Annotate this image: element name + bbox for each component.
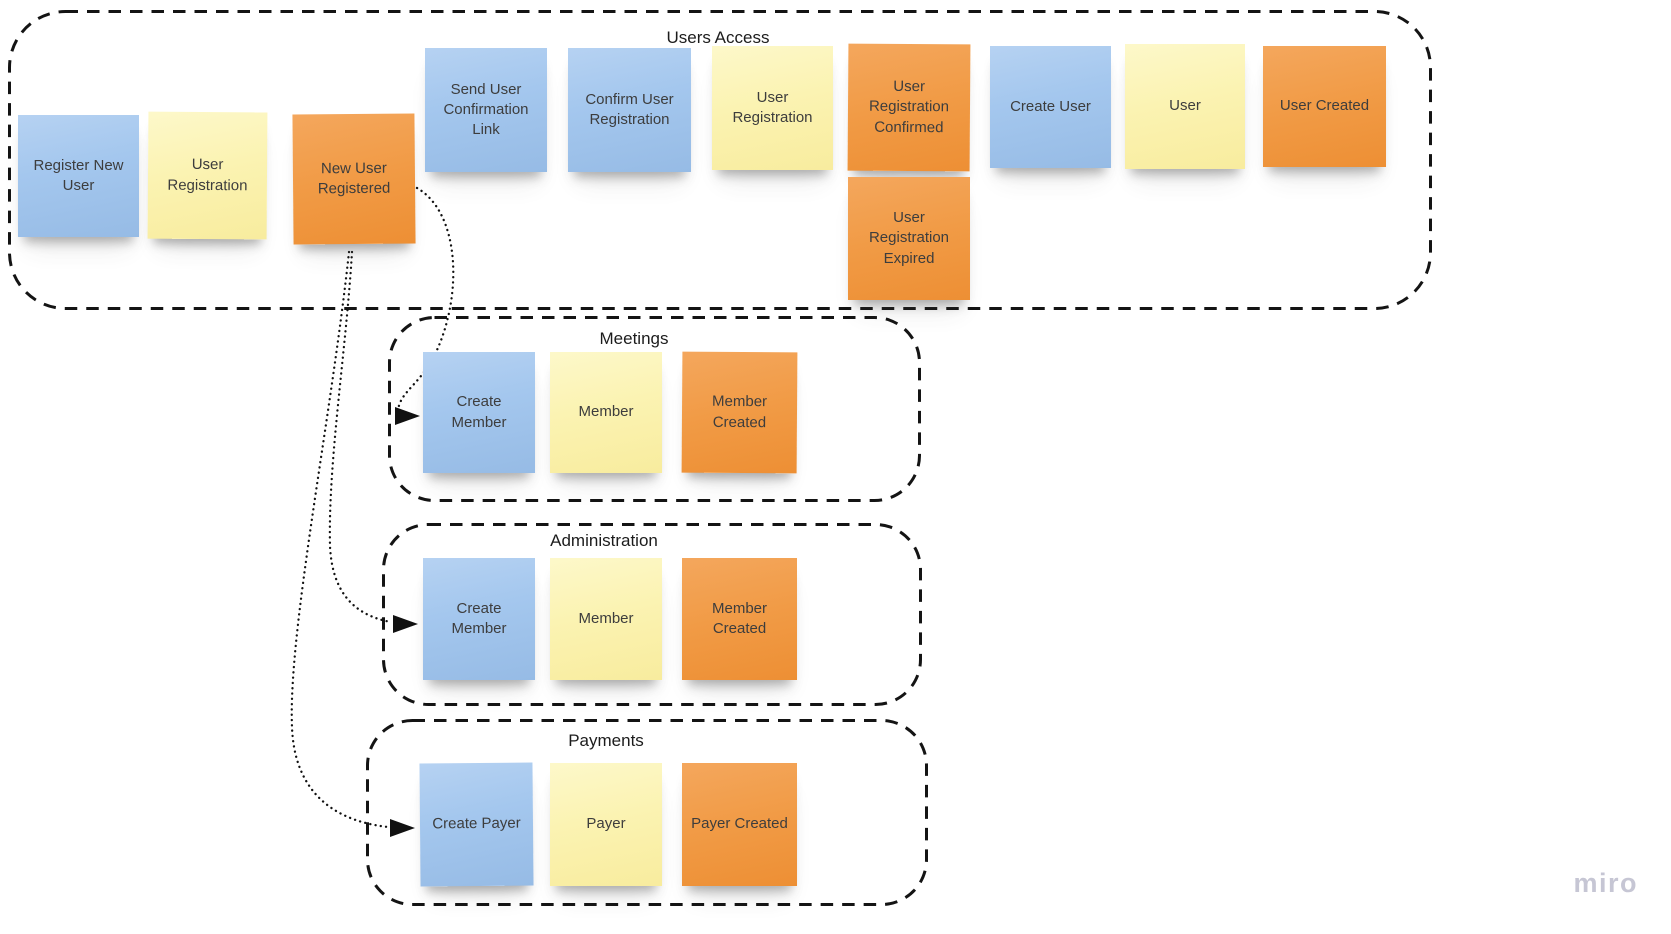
frame-title-payments: Payments — [568, 731, 644, 750]
note-admin-create-member[interactable]: Create Member — [423, 558, 535, 680]
note-meetings-create-member[interactable]: Create Member — [423, 352, 535, 473]
note-register-new-user[interactable]: Register New User — [18, 115, 139, 237]
note-new-user-registered[interactable]: New User Registered — [292, 113, 416, 245]
frame-title-users-access: Users Access — [666, 28, 770, 47]
note-user-registration-1[interactable]: User Registration — [147, 111, 268, 240]
note-user-registration-expired[interactable]: User Registration Expired — [848, 177, 970, 300]
note-create-user[interactable]: Create User — [990, 46, 1111, 168]
note-admin-member[interactable]: Member — [550, 558, 662, 680]
arrowhead-payments — [390, 819, 415, 837]
note-meetings-member[interactable]: Member — [550, 352, 662, 473]
arrowhead-meetings — [395, 407, 420, 425]
miro-watermark-logo: miro — [1573, 868, 1638, 898]
frame-title-administration: Administration — [550, 531, 658, 550]
note-user[interactable]: User — [1125, 44, 1245, 169]
note-meetings-member-created[interactable]: Member Created — [681, 351, 798, 474]
note-send-user-confirmation-link[interactable]: Send User Confirmation Link — [425, 48, 547, 172]
note-user-registration-confirmed[interactable]: User Registration Confirmed — [847, 43, 971, 172]
frame-outline-meetings[interactable] — [388, 316, 921, 502]
frame-outline-administration[interactable] — [382, 523, 922, 706]
connector-new-user-registered-to-administration[interactable] — [328, 250, 418, 633]
connector-new-user-registered-to-meetings[interactable] — [395, 186, 455, 425]
note-admin-member-created[interactable]: Member Created — [682, 558, 797, 680]
frame-outline-payments[interactable] — [366, 719, 928, 906]
frame-outline-users-access[interactable] — [8, 10, 1432, 310]
connector-new-user-registered-to-payments[interactable] — [290, 250, 415, 837]
note-payments-payer[interactable]: Payer — [550, 763, 662, 886]
note-confirm-user-registration[interactable]: Confirm User Registration — [568, 48, 691, 172]
frame-title-meetings: Meetings — [599, 329, 669, 348]
note-user-registration-2[interactable]: User Registration — [712, 46, 833, 170]
note-user-created[interactable]: User Created — [1263, 46, 1386, 167]
note-payments-create-payer[interactable]: Create Payer — [419, 762, 534, 887]
arrowhead-administration — [393, 615, 418, 633]
note-payments-payer-created[interactable]: Payer Created — [682, 763, 797, 886]
